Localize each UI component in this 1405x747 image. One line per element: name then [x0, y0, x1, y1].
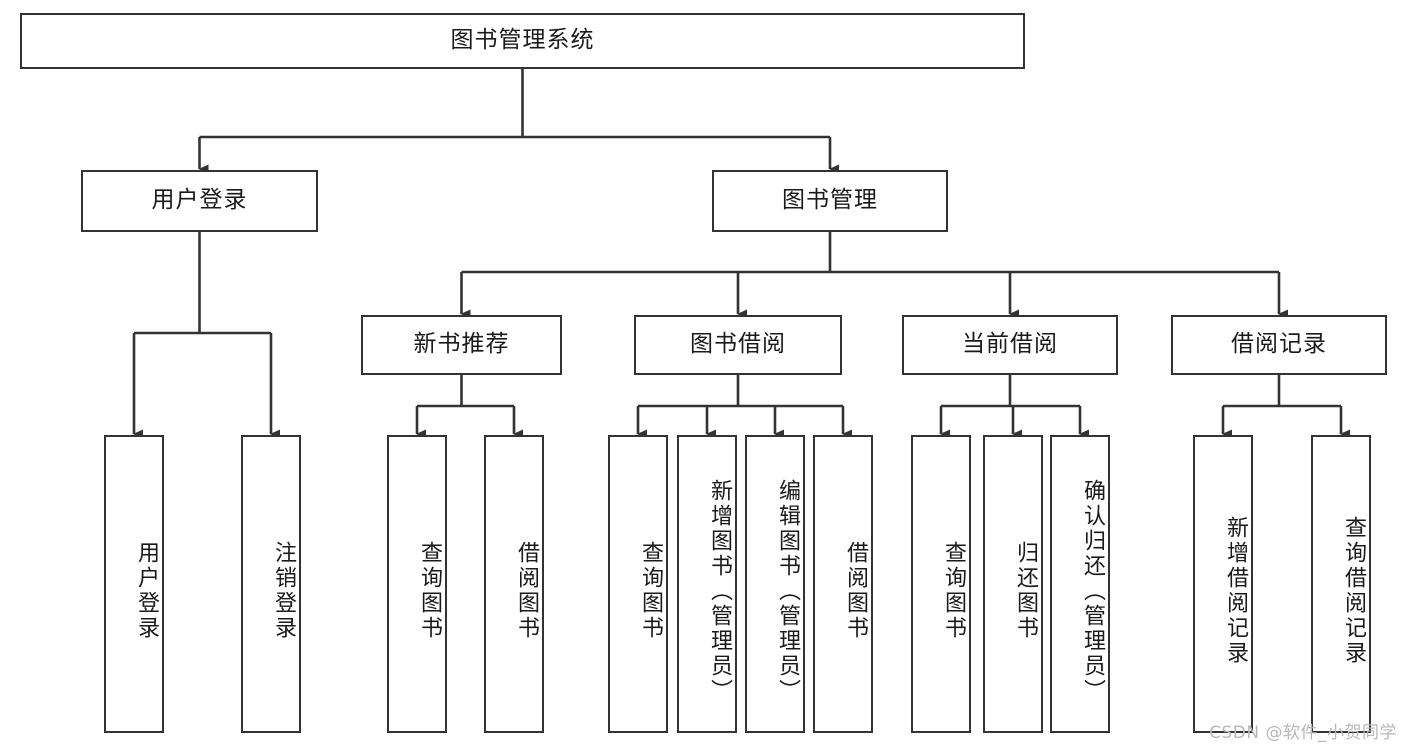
node-l-query2[interactable]: 查询图书 [608, 435, 668, 733]
node-l-add[interactable]: 新增图书（管理员） [677, 435, 737, 733]
node-bookmgmt[interactable]: 图书管理 [712, 170, 948, 232]
node-l-edit[interactable]: 编辑图书（管理员） [745, 435, 805, 733]
node-label: 用户登录 [134, 541, 159, 641]
node-label: 借阅记录 [1231, 331, 1327, 358]
node-root[interactable]: 图书管理系统 [20, 13, 1025, 69]
node-l-borrow2[interactable]: 借阅图书 [813, 435, 873, 733]
node-l-addrec[interactable]: 新增借阅记录 [1193, 435, 1253, 733]
node-label: 查询借阅记录 [1341, 516, 1366, 666]
node-borrow[interactable]: 图书借阅 [634, 315, 842, 375]
node-label: 新书推荐 [413, 331, 510, 358]
node-l-queryrec[interactable]: 查询借阅记录 [1311, 435, 1371, 733]
node-label: 归还图书 [1013, 541, 1038, 641]
node-l-borrow1[interactable]: 借阅图书 [484, 435, 544, 733]
node-label: 查询图书 [638, 541, 663, 641]
node-label: 图书借阅 [690, 331, 786, 358]
node-records[interactable]: 借阅记录 [1171, 315, 1387, 375]
node-label: 图书管理系统 [450, 27, 595, 54]
node-label: 注销登录 [271, 541, 296, 641]
node-l-logout[interactable]: 注销登录 [241, 435, 301, 733]
node-newbook[interactable]: 新书推荐 [361, 315, 562, 375]
node-label: 当前借阅 [962, 331, 1058, 358]
node-label: 查询图书 [417, 541, 442, 641]
watermark: CSDN @软件_小贺同学 [1209, 723, 1397, 743]
node-label: 借阅图书 [843, 541, 868, 641]
node-label: 新增图书（管理员） [707, 478, 732, 704]
node-l-confirm[interactable]: 确认归还（管理员） [1050, 435, 1110, 733]
node-label: 图书管理 [782, 187, 878, 214]
node-l-userlogin[interactable]: 用户登录 [104, 435, 164, 733]
node-label: 确认归还（管理员） [1080, 478, 1105, 704]
node-label: 借阅图书 [514, 541, 539, 641]
node-l-query3[interactable]: 查询图书 [911, 435, 971, 733]
node-l-query1[interactable]: 查询图书 [387, 435, 447, 733]
node-current[interactable]: 当前借阅 [902, 315, 1118, 375]
node-login[interactable]: 用户登录 [81, 170, 318, 232]
node-label: 编辑图书（管理员） [775, 478, 800, 704]
node-l-return[interactable]: 归还图书 [983, 435, 1043, 733]
node-label: 用户登录 [151, 187, 248, 214]
node-label: 查询图书 [941, 541, 966, 641]
node-label: 新增借阅记录 [1223, 516, 1248, 666]
